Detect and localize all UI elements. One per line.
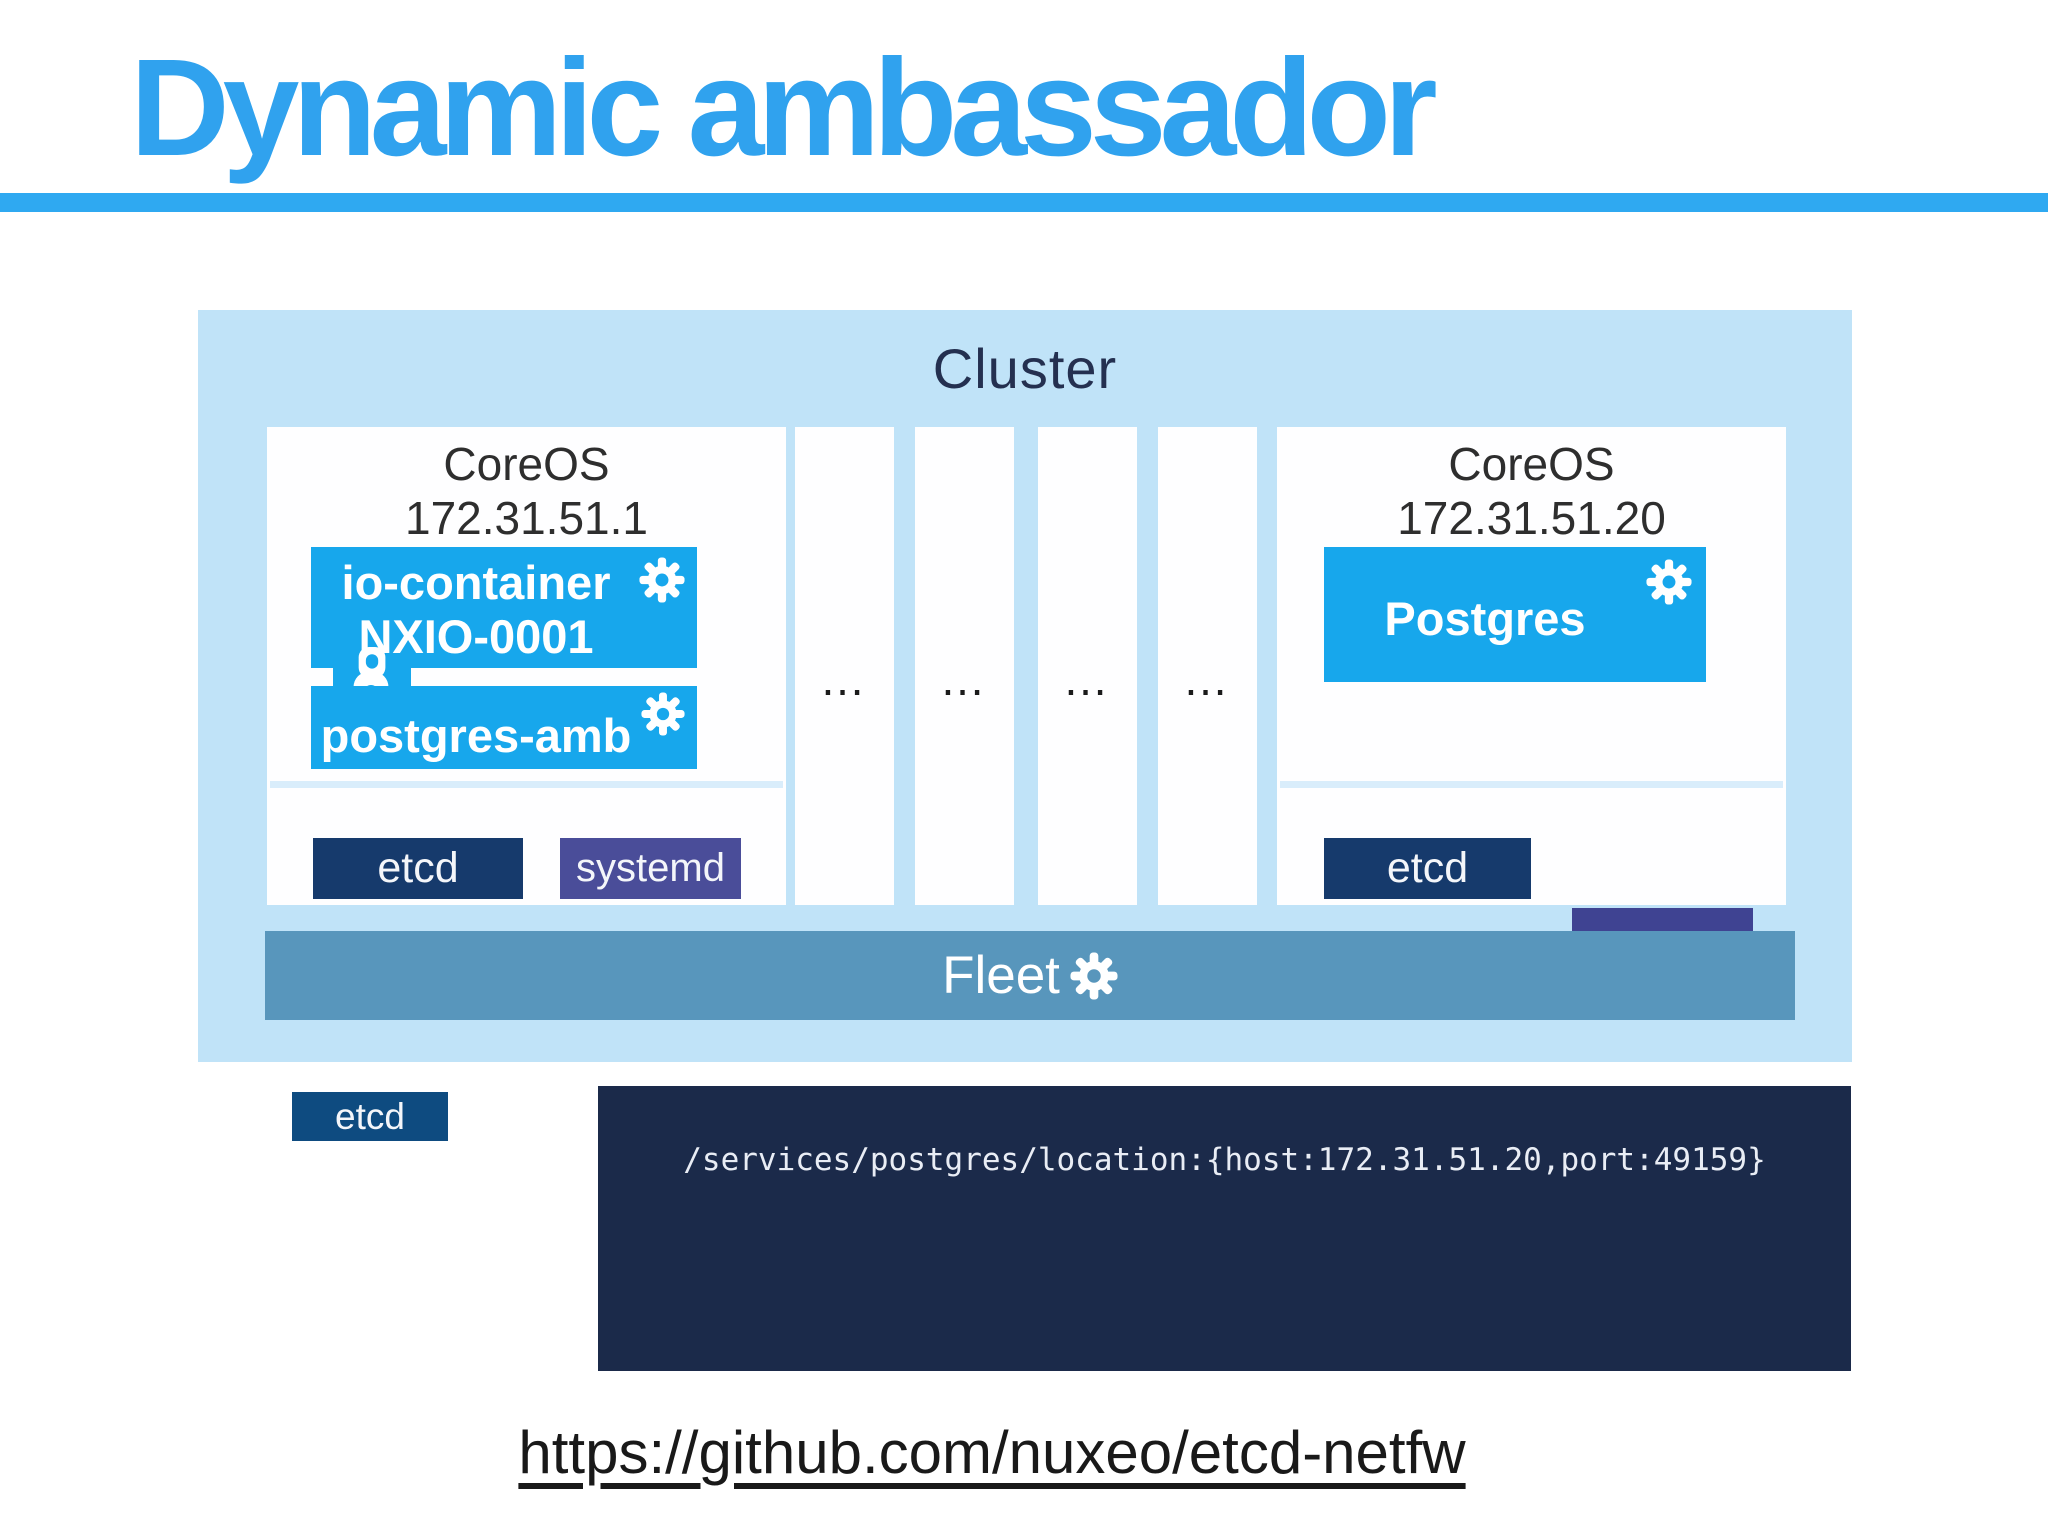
cluster-box: Cluster CoreOS 172.31.51.1 io-container … [198,310,1852,1062]
footer-link-wrap: https://github.com/nuxeo/etcd-netfw [0,1418,1984,1487]
etcd-label: etcd [1386,844,1469,892]
ellipsis-dots: … [819,653,870,705]
ellipsis-dots: … [1182,653,1233,705]
coreos-node-left: CoreOS 172.31.51.1 io-container NXIO-000… [267,427,786,905]
container-name: io-container [341,556,611,609]
ellipsis-dots: … [939,653,990,705]
ellipsis-node: … [1038,427,1137,905]
postgres-amb-box: postgres-amb [311,686,697,769]
systemd-label: systemd [576,846,725,890]
gear-icon [641,692,685,736]
node-divider [1280,781,1783,788]
etcd-key-value: /services/postgres/location:{host:172.31… [683,1142,1766,1178]
node-divider [270,781,783,788]
etcd-external-chip: etcd [292,1092,448,1141]
etcd-chip: etcd [313,838,523,899]
ambassador-name: postgres-amb [320,709,632,762]
ellipsis-node: … [795,427,894,905]
ellipsis-node: … [1158,427,1257,905]
gear-icon [639,557,685,603]
coreos-node-right: CoreOS 172.31.51.20 Postgres etc [1277,427,1786,905]
postgres-label: Postgres [1384,592,1586,645]
ellipsis-dots: … [1062,653,1113,705]
cluster-label: Cluster [932,337,1118,400]
node-ip-label: 172.31.51.1 [404,492,648,544]
systemd-chip: systemd [560,838,741,899]
io-container-box: io-container NXIO-0001 [311,547,697,668]
slide-title: Dynamic ambassador [130,31,1438,185]
container-id: NXIO-0001 [358,610,594,663]
node-os-label: CoreOS [1448,438,1615,490]
title-underline [0,193,2048,212]
etcd-label: etcd [377,844,459,892]
etcd-chip: etcd [1324,838,1531,899]
ellipsis-node: … [915,427,1014,905]
gear-icon [1646,559,1692,605]
node-os-label: CoreOS [443,438,610,490]
gear-icon [1070,951,1118,1000]
etcd-value-code-block: /services/postgres/location:{host:172.31… [598,1086,1851,1371]
fleet-label: Fleet [942,946,1060,1005]
github-link[interactable]: https://github.com/nuxeo/etcd-netfw [518,1419,1466,1486]
etcd-label: etcd [335,1095,405,1137]
node-ip-label: 172.31.51.20 [1397,492,1666,544]
postgres-box: Postgres [1324,547,1706,682]
fleet-bar: Fleet [265,931,1795,1020]
